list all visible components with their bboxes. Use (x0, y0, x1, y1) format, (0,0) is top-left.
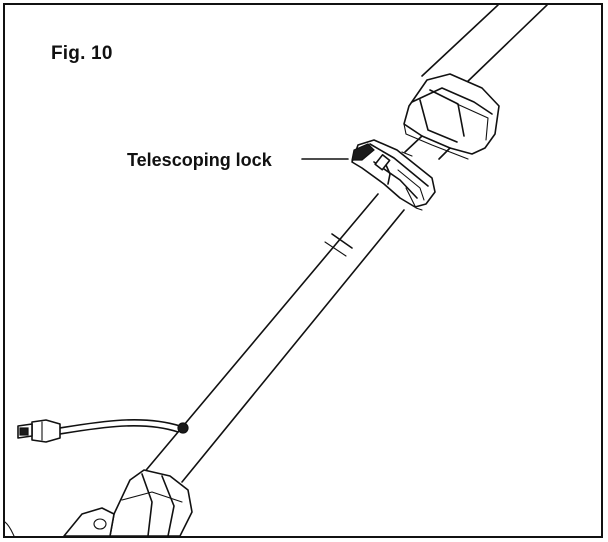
trimmer-shaft-illustration (5, 5, 548, 536)
power-cable (17, 419, 189, 443)
mid-shaft (404, 135, 451, 160)
figure-label: Fig. 10 (51, 43, 113, 64)
lower-shaft (141, 193, 405, 483)
telescoping-lock-label: Telescoping lock (127, 150, 272, 170)
figure-frame: Fig. 10 Telescoping lock (3, 3, 603, 538)
telescoping-lock (351, 139, 436, 211)
upper-shaft (421, 5, 548, 85)
lower-housing (5, 469, 193, 536)
handle-grip (403, 73, 500, 160)
